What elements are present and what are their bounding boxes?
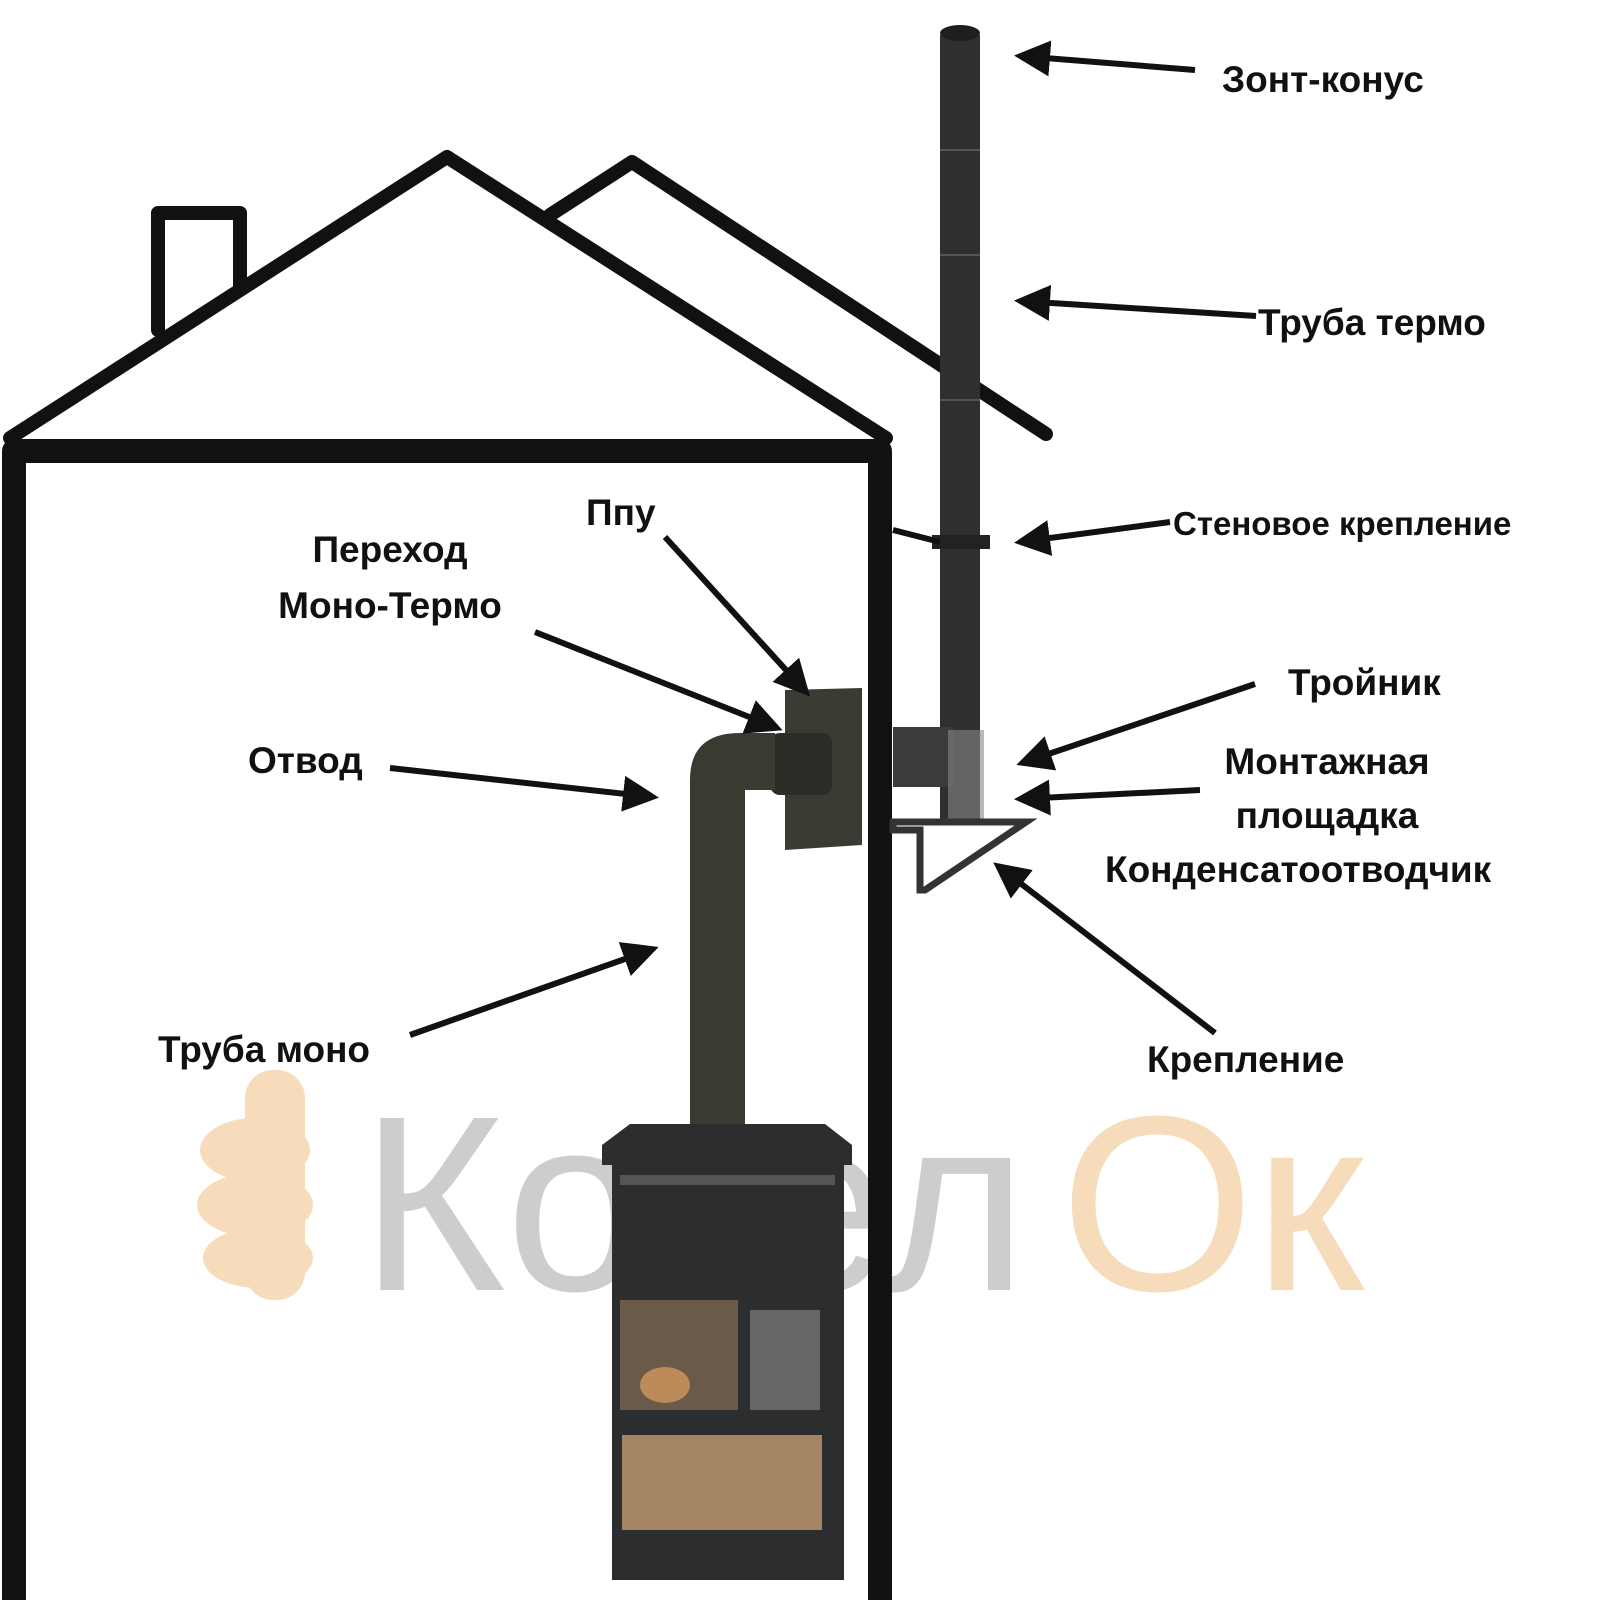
label-mount-platform-2: площадка: [1236, 795, 1419, 836]
label-tee: Тройник: [1288, 662, 1441, 703]
arrow-adapter: [533, 629, 783, 734]
mount-platform: [889, 818, 1038, 894]
label-thermo-pipe: Труба термо: [1258, 302, 1486, 343]
thumbs-up-icon: [197, 1070, 313, 1300]
arrow-ppu: [662, 534, 811, 697]
label-elbow: Отвод: [248, 740, 363, 781]
thermo-chimney: [889, 25, 1038, 894]
arrow-umbrella-cone: [1014, 40, 1196, 77]
tee-branch: [893, 727, 953, 787]
house-outline: [2, 150, 1053, 1600]
arrow-wall-mount: [1014, 519, 1171, 556]
label-wall-mount: Стеновое крепление: [1173, 505, 1511, 542]
watermark-text-right: Ок: [1060, 1064, 1365, 1343]
arrow-bracket: [993, 862, 1217, 1036]
label-condensate-trap: Конденсатоотводчик: [1105, 849, 1492, 890]
arrow-tee: [1016, 681, 1256, 771]
label-adapter-1: Переход: [312, 529, 467, 570]
label-mono-pipe: Труба моно: [158, 1029, 370, 1070]
label-adapter-2: Моно-Термо: [278, 585, 502, 626]
label-ppu: Ппу: [586, 492, 656, 533]
arrow-elbow: [389, 765, 659, 812]
arrow-thermo-pipe: [1014, 284, 1257, 321]
label-mount-platform-1: Монтажная: [1224, 741, 1429, 782]
stove: [602, 1124, 852, 1580]
firewood: [622, 1435, 822, 1530]
arrow-mono-pipe: [408, 942, 659, 1038]
callout-arrows: [389, 40, 1257, 1038]
wall-clamp: [932, 535, 990, 549]
arrow-mount-platform: [1014, 779, 1201, 816]
mono-pipe: [690, 688, 862, 1140]
label-bracket: Крепление: [1147, 1039, 1344, 1080]
label-umbrella-cone: Зонт-конус: [1222, 59, 1424, 100]
